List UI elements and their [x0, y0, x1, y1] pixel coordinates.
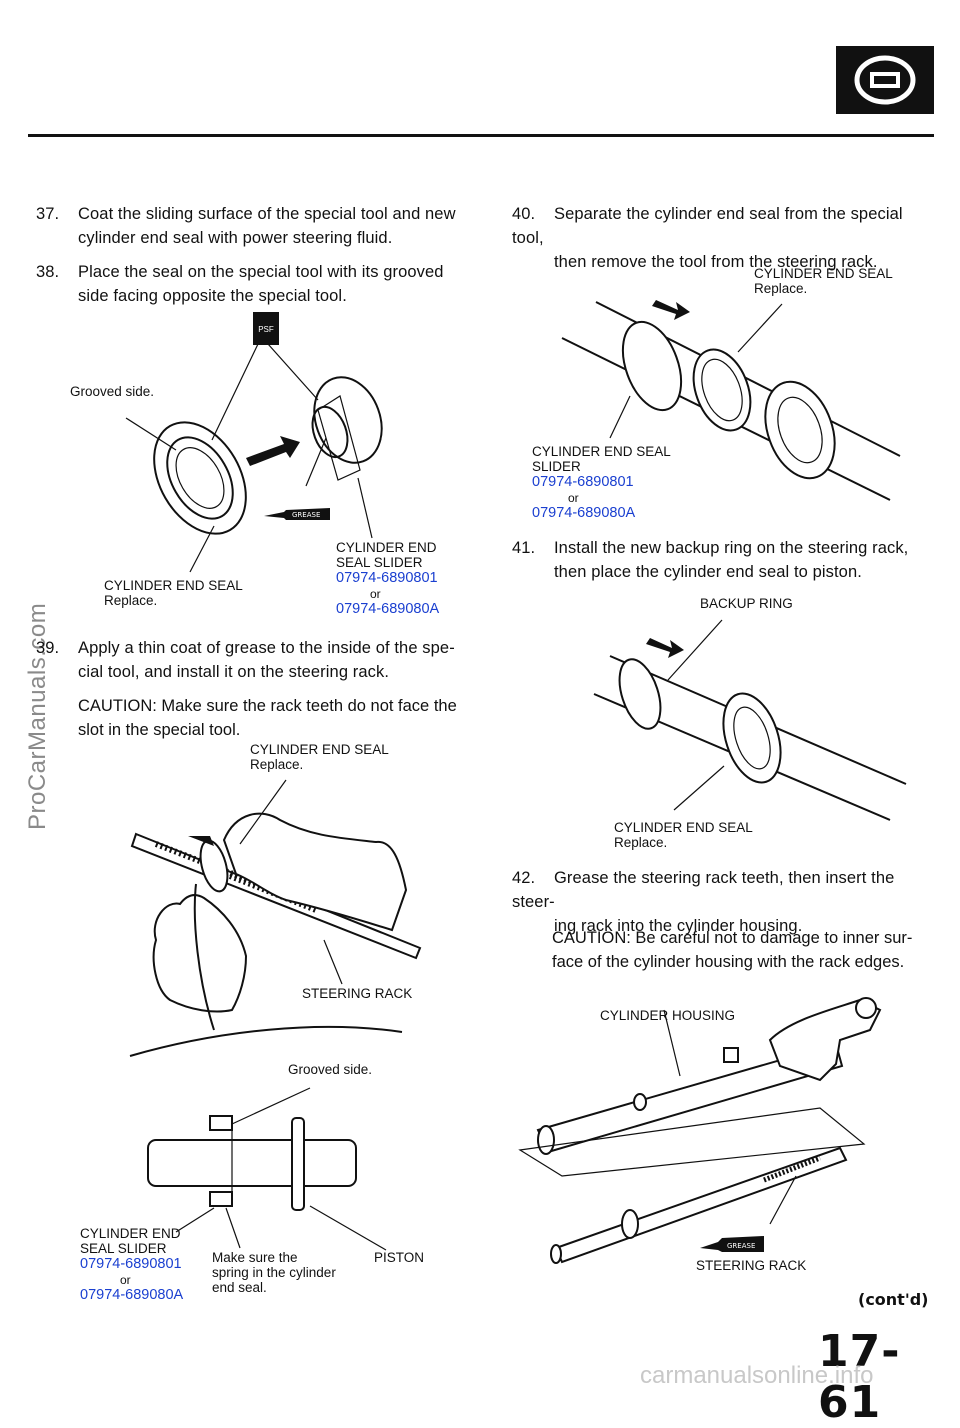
figure-separate-seal: [561, 300, 901, 501]
backup-ring-label: BACKUP RING: [700, 596, 793, 611]
footer-watermark: carmanualsonline.info: [640, 1362, 874, 1389]
caution-42: CAUTION: Be careful not to damage to inn…: [552, 929, 913, 971]
piston-label: PISTON: [374, 1250, 425, 1265]
figure-backup-ring: [593, 619, 907, 821]
steering-rack-label-2: STEERING RACK: [696, 1258, 807, 1273]
psf-icon: PSF: [253, 312, 279, 345]
grooved-side-label-2: Grooved side.: [288, 1062, 373, 1077]
step-40: 40.Separate the cylinder end seal from t…: [512, 205, 903, 271]
figure-install-on-rack: [129, 779, 422, 1057]
figure-cylinder-housing: GREASE: [518, 997, 882, 1264]
step-38: 38.Place the seal on the special tool wi…: [36, 263, 444, 305]
svg-text:GREASE: GREASE: [727, 1242, 755, 1250]
slider-label-1: CYLINDER END SEAL SLIDER 07974-6890801 o…: [336, 540, 440, 617]
cylinder-housing-label: CYLINDER HOUSING: [600, 1008, 736, 1023]
step-41: 41.Install the new backup ring on the st…: [512, 539, 909, 581]
step-42: 42.Grease the steering rack teeth, then …: [512, 869, 895, 935]
grooved-side-label-1: Grooved side.: [70, 384, 155, 399]
header-rule: [28, 134, 934, 137]
slider-label-2: CYLINDER END SEAL SLIDER 07974-6890801 o…: [80, 1226, 184, 1303]
slider-label-3: CYLINDER END SEAL SLIDER 07974-6890801 o…: [532, 444, 671, 521]
step-37: 37.Coat the sliding surface of the speci…: [36, 205, 456, 247]
steering-wheel-icon: [836, 46, 934, 114]
step-39: 39.Apply a thin coat of grease to the in…: [36, 639, 455, 681]
steering-rack-label-1: STEERING RACK: [302, 986, 413, 1001]
grease-icon-1: GREASE: [264, 500, 336, 524]
caution-39: CAUTION: Make sure the rack teeth do not…: [78, 697, 457, 739]
svg-text:GREASE: GREASE: [292, 511, 320, 519]
figure-seal-slider: [125, 343, 383, 573]
contd-label: (cont'd): [858, 1290, 929, 1309]
figure-piston: [147, 1087, 387, 1251]
make-sure-label: Make sure the spring in the cylinder end…: [212, 1250, 336, 1295]
